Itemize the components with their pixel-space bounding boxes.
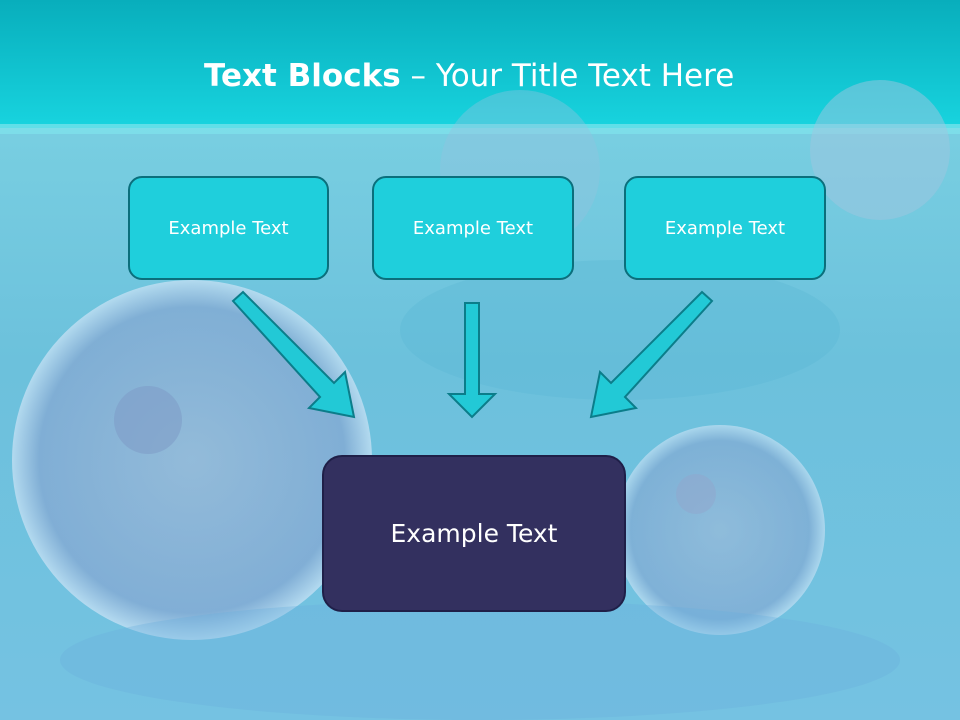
title-rest: Your Title Text Here: [435, 58, 735, 94]
arrow-left-icon: [231, 290, 356, 419]
top-box-left: Example Text: [128, 176, 329, 280]
arrow-center-icon: [446, 302, 498, 419]
top-box-right: Example Text: [624, 176, 826, 280]
top-box-center: Example Text: [372, 176, 574, 280]
title-separator: –: [400, 58, 436, 94]
slide-title: Text Blocks – Your Title Text Here: [0, 56, 960, 96]
title-bold: Text Blocks: [204, 58, 401, 94]
arrow-right-icon: [589, 290, 714, 419]
bottom-box: Example Text: [322, 455, 626, 612]
